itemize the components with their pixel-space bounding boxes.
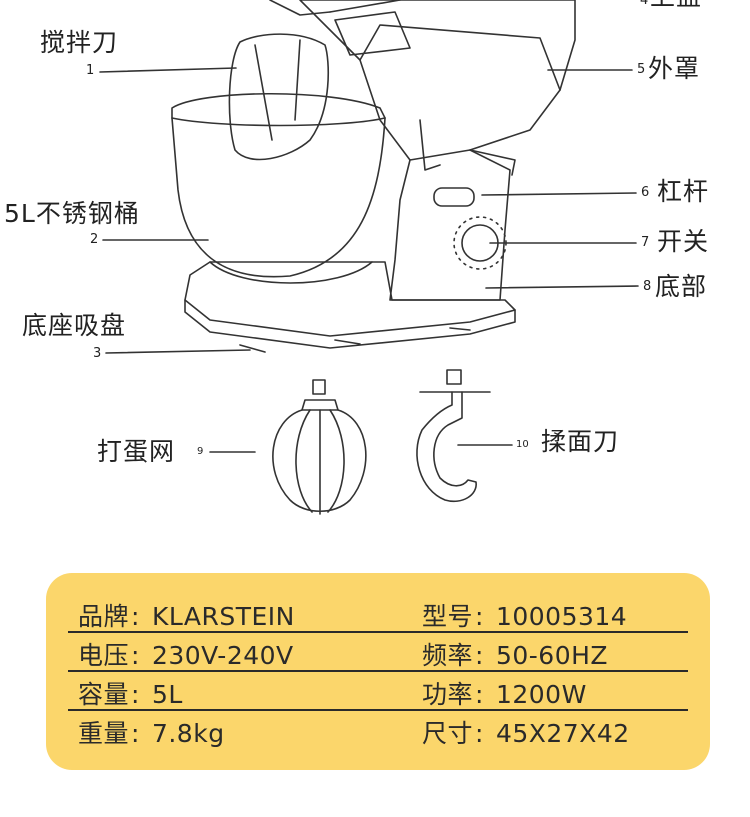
spec-value: 7.8kg bbox=[151, 719, 225, 748]
spec-cell: 型号:10005314 bbox=[422, 597, 627, 633]
spec-row: 品牌:KLARSTEIN 型号:10005314 bbox=[68, 591, 688, 633]
callout-num-9: 9 bbox=[197, 446, 204, 457]
flat-beater bbox=[228, 33, 330, 161]
callout-num-7: 7 bbox=[641, 235, 650, 250]
spec-label: 容量 bbox=[78, 680, 130, 709]
spec-label: 功率 bbox=[422, 680, 474, 709]
spec-row: 重量:7.8kg 尺寸:45X27X42 bbox=[68, 708, 688, 748]
spec-value: 1200W bbox=[495, 680, 587, 709]
callout-num-3: 3 bbox=[93, 346, 102, 361]
callout-num-8: 8 bbox=[643, 279, 652, 294]
lever bbox=[433, 187, 475, 207]
spec-row: 容量:5L 功率:1200W bbox=[68, 669, 688, 711]
callout-label-2: 5L不锈钢桶 bbox=[4, 199, 140, 228]
spec-cell: 容量:5L bbox=[78, 675, 183, 711]
spec-label: 重量 bbox=[78, 719, 130, 748]
callout-label-5: 外罩 bbox=[648, 54, 701, 83]
mixer-diagram bbox=[99, 0, 639, 515]
callout-label-7: 开关 bbox=[657, 227, 710, 256]
dough-hook bbox=[416, 369, 491, 502]
spec-label: 型号 bbox=[422, 602, 474, 631]
callout-label-8: 底部 bbox=[655, 272, 708, 301]
callout-label-1: 搅拌刀 bbox=[40, 28, 119, 57]
spec-value: 230V-240V bbox=[151, 641, 294, 670]
spec-cell: 电压:230V-240V bbox=[78, 636, 294, 672]
callout-num-2: 2 bbox=[90, 232, 99, 247]
spec-separator: : bbox=[131, 719, 140, 748]
spec-cell: 重量:7.8kg bbox=[78, 714, 225, 750]
mixer-head bbox=[299, 0, 576, 161]
spec-panel: 品牌:KLARSTEIN 型号:10005314 电压:230V-240V 频率… bbox=[46, 573, 710, 770]
mixer-base bbox=[184, 261, 516, 337]
callout-num-6: 6 bbox=[641, 185, 650, 200]
callout-num-4: 4 bbox=[640, 0, 649, 8]
spec-cell: 尺寸:45X27X42 bbox=[422, 714, 630, 750]
spec-value: 5L bbox=[151, 680, 183, 709]
spec-cell: 频率:50-60HZ bbox=[422, 636, 608, 672]
spec-cell: 功率:1200W bbox=[422, 675, 587, 711]
callout-num-5: 5 bbox=[637, 62, 646, 77]
whisk bbox=[272, 379, 367, 515]
spec-value: 10005314 bbox=[495, 602, 628, 631]
mixer-column bbox=[389, 149, 511, 301]
callout-num-1: 1 bbox=[86, 63, 95, 78]
callout-label-9: 打蛋网 bbox=[97, 437, 176, 466]
spec-label: 电压 bbox=[78, 641, 130, 670]
spec-separator: : bbox=[131, 602, 140, 631]
mixer-head-inner bbox=[329, 0, 411, 56]
callout-label-4: 上盖 bbox=[650, 0, 702, 9]
spec-row: 电压:230V-240V 频率:50-60HZ bbox=[68, 630, 688, 672]
spec-separator: : bbox=[475, 719, 484, 748]
callout-label-6: 杠杆 bbox=[657, 177, 710, 206]
spec-separator: : bbox=[475, 680, 484, 709]
spec-value: 50-60HZ bbox=[495, 641, 609, 670]
spec-cell: 品牌: KLARSTEIN bbox=[78, 597, 295, 633]
callout-label-10: 揉面刀 bbox=[541, 427, 620, 456]
callout-label-3: 底座吸盘 bbox=[22, 311, 127, 340]
spec-label: 品牌 bbox=[78, 602, 130, 631]
spec-label: 尺寸 bbox=[422, 719, 474, 748]
spec-label: 频率 bbox=[422, 641, 474, 670]
spec-value: KLARSTEIN bbox=[151, 602, 295, 631]
spec-separator: : bbox=[475, 602, 484, 631]
spec-value: 45X27X42 bbox=[495, 719, 630, 748]
callout-num-10: 10 bbox=[516, 439, 529, 450]
bowl bbox=[171, 92, 386, 278]
spec-separator: : bbox=[131, 641, 140, 670]
spec-separator: : bbox=[131, 680, 140, 709]
spec-separator: : bbox=[475, 641, 484, 670]
